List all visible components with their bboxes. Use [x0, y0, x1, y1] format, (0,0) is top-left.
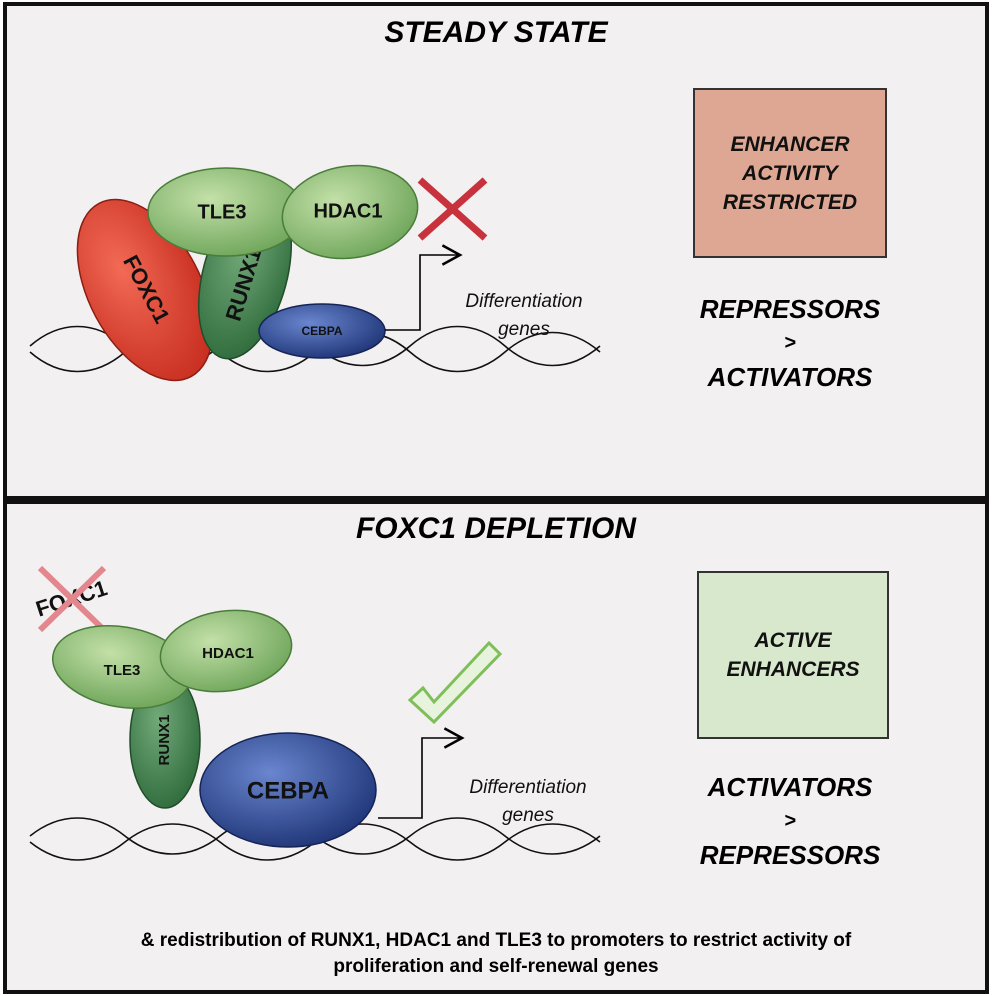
- foxc1-crossed-out: FOXC1: [33, 565, 110, 633]
- ratio-gt: >: [784, 332, 796, 354]
- box-line-2: ACTIVITY: [742, 161, 838, 185]
- tle3-label: TLE3: [198, 201, 247, 223]
- red-x-icon: [417, 177, 488, 241]
- footnote: & redistribution of RUNX1, HDAC1 and TLE…: [7, 928, 985, 980]
- enhancer-restricted-box: ENHANCER ACTIVITY RESTRICTED: [693, 88, 887, 258]
- runx1-label-bottom: RUNX1: [156, 715, 173, 766]
- box-line-3: RESTRICTED: [722, 190, 858, 214]
- ratio-top: ACTIVATORS: [707, 772, 873, 802]
- foxc1-depletion-title: FOXC1 DEPLETION: [355, 512, 637, 545]
- pink-x-icon: [37, 565, 107, 633]
- activators-over-repressors: ACTIVATORS > REPRESSORS: [667, 770, 913, 872]
- ratio-bottom: REPRESSORS: [699, 840, 881, 870]
- steady-state-title: STEADY STATE: [384, 16, 608, 49]
- ratio-bottom: ACTIVATORS: [707, 362, 873, 392]
- ratio-top: REPRESSORS: [699, 294, 881, 324]
- differentiation-genes-label-bottom: Differentiation: [469, 777, 586, 798]
- box-line-1: ACTIVE: [754, 629, 832, 652]
- differentiation-genes-label-top: Differentiation: [465, 291, 582, 312]
- green-check-icon: [407, 640, 503, 725]
- tle3-protein: TLE3: [147, 167, 305, 257]
- hdac1-label: HDAC1: [314, 200, 383, 222]
- box-line-1: ENHANCER: [730, 132, 850, 156]
- genes-label-bottom: genes: [502, 805, 554, 826]
- hdac1-protein: HDAC1: [281, 164, 419, 260]
- cebpa-label-bottom: CEBPA: [247, 777, 329, 804]
- repressors-over-activators: REPRESSORS > ACTIVATORS: [667, 292, 913, 394]
- footnote-line-1: & redistribution of RUNX1, HDAC1 and TLE…: [140, 930, 852, 951]
- genes-label-top: genes: [498, 319, 550, 340]
- footnote-line-2: proliferation and self-renewal genes: [333, 956, 659, 977]
- hdac1-label-bottom: HDAC1: [202, 645, 254, 662]
- box-line-2: ENHANCERS: [726, 658, 860, 681]
- cebpa-protein-bottom: CEBPA: [199, 732, 377, 848]
- hdac1-protein-bottom: HDAC1: [159, 609, 293, 693]
- tle3-label-bottom: TLE3: [104, 662, 141, 679]
- active-enhancers-box: ACTIVE ENHANCERS: [697, 571, 889, 739]
- ratio-gt: >: [784, 810, 796, 832]
- cebpa-label: CEBPA: [301, 324, 342, 338]
- transcription-arrow-bottom: [378, 727, 465, 819]
- transcription-arrow: [385, 244, 463, 331]
- cebpa-protein: CEBPA: [258, 303, 386, 359]
